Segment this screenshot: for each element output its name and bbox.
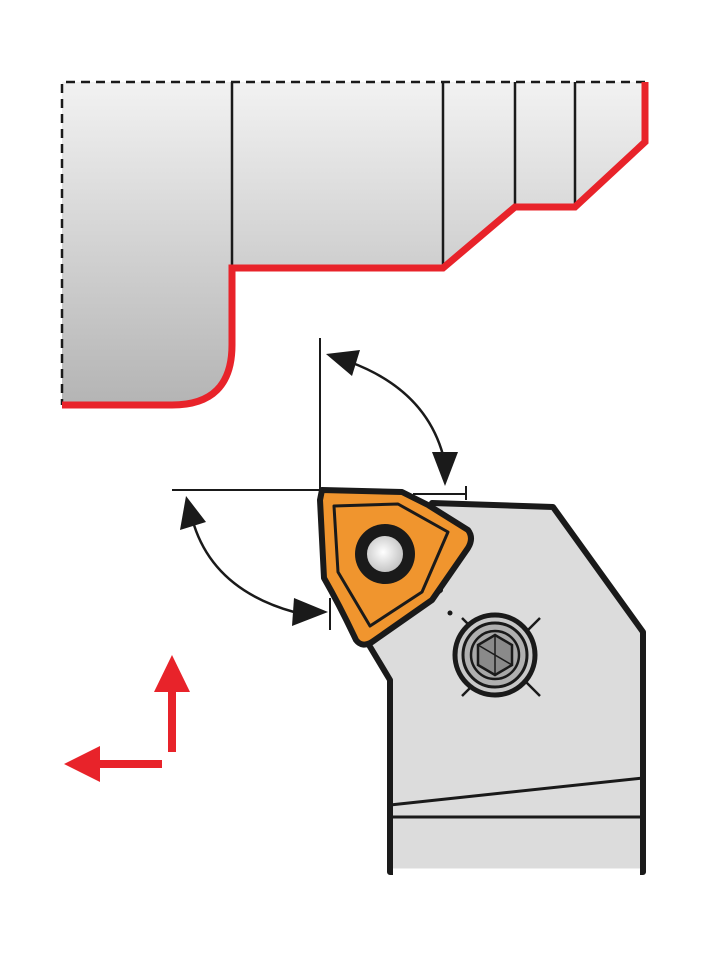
feed-arrow-left-head bbox=[64, 746, 100, 782]
insert-inner-contour bbox=[332, 502, 450, 628]
upper-arc-arrowhead-start bbox=[326, 350, 360, 376]
feed-arrows-icon bbox=[64, 655, 190, 782]
workpiece-body bbox=[62, 82, 645, 405]
lower-angle-arc bbox=[192, 524, 295, 614]
angle-dimensions bbox=[172, 338, 467, 630]
insert-hole-inner bbox=[365, 534, 405, 574]
holder-taper-line bbox=[389, 776, 644, 807]
screw-hex-edge-2 bbox=[477, 644, 513, 666]
workpiece bbox=[60, 80, 649, 409]
feed-arrow-up-head bbox=[154, 655, 190, 692]
upper-arc-arrowhead-end bbox=[432, 452, 458, 486]
upper-angle-arc bbox=[349, 360, 445, 456]
insert-hole-icon bbox=[355, 524, 415, 584]
hex-screw-icon bbox=[452, 612, 541, 698]
holder-mark-dot bbox=[447, 610, 453, 616]
cutting-insert bbox=[317, 487, 474, 648]
lower-arc-arrowhead-start bbox=[180, 496, 206, 530]
machined-contour bbox=[62, 82, 649, 409]
lower-arc-arrowhead-end bbox=[292, 598, 328, 626]
workpiece-dashed-boundary bbox=[60, 80, 645, 405]
